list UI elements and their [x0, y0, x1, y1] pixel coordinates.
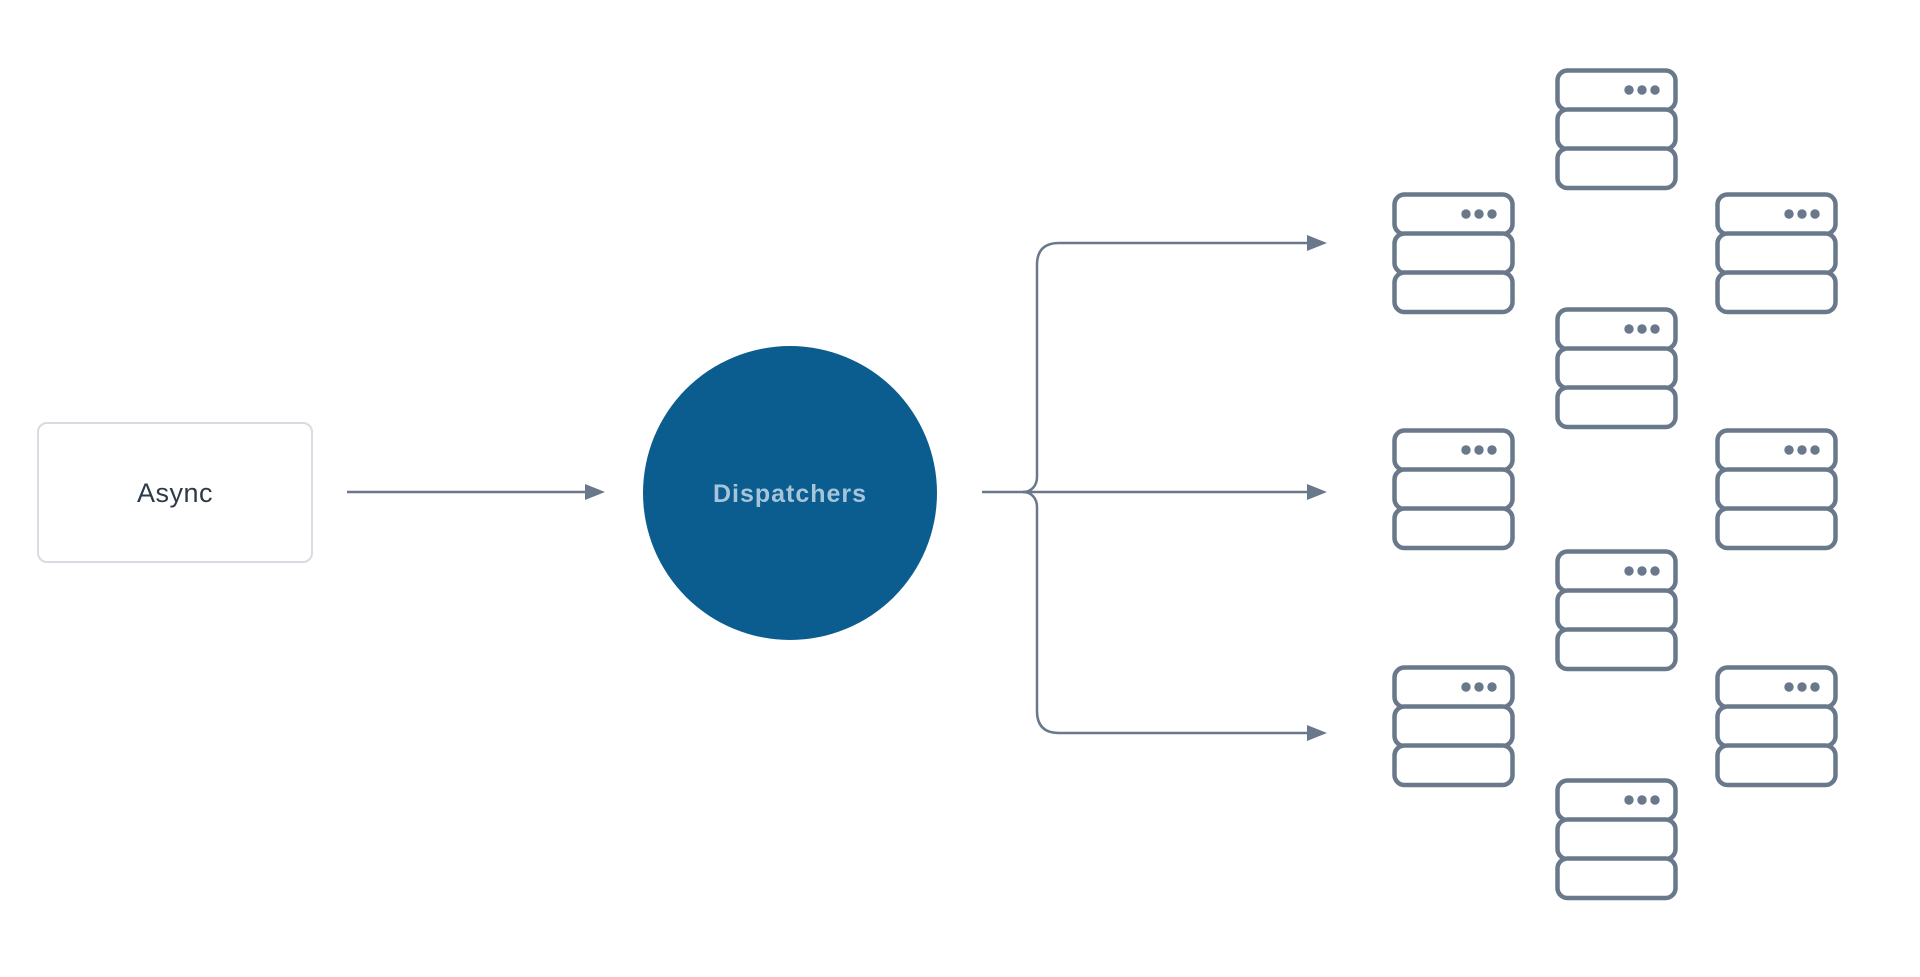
server-stack-icon [1555, 68, 1678, 191]
server-stack-icon [1555, 778, 1678, 901]
server-segment [1555, 856, 1678, 901]
server-stack-icon [1555, 549, 1678, 672]
server-led-dot [1810, 209, 1820, 219]
server-segment [1715, 506, 1838, 551]
arrowhead-right-icon [585, 484, 605, 500]
server-led-dot [1810, 445, 1820, 455]
server-segment [1715, 231, 1838, 276]
fanout-arrow-top [1022, 241, 1307, 494]
server-led-dot [1637, 324, 1647, 334]
server-led-dot [1650, 795, 1660, 805]
async-node: Async [37, 422, 313, 563]
server-segment [1392, 231, 1515, 276]
arrowhead-right-icon [1307, 235, 1327, 251]
server-led-dot [1487, 445, 1497, 455]
server-segment [1715, 704, 1838, 749]
server-stack-icon [1715, 665, 1838, 788]
server-led-dot [1637, 795, 1647, 805]
server-stack-icon [1392, 665, 1515, 788]
server-led-dot [1474, 682, 1484, 692]
server-led-dot [1810, 682, 1820, 692]
server-led-dot [1624, 324, 1634, 334]
server-stack-icon [1715, 192, 1838, 315]
server-segment [1392, 467, 1515, 512]
server-segment [1392, 506, 1515, 551]
server-segment [1715, 270, 1838, 315]
server-led-dot [1461, 209, 1471, 219]
server-stack-icon [1555, 307, 1678, 430]
server-cluster [1392, 68, 1838, 901]
server-led-dot [1784, 682, 1794, 692]
server-led-dot [1461, 682, 1471, 692]
dispatchers-node-label: Dispatchers [713, 480, 867, 508]
fanout-connector [982, 235, 1327, 741]
server-led-dot [1487, 209, 1497, 219]
dispatchers-node-circle [643, 346, 937, 640]
server-led-dot [1624, 566, 1634, 576]
server-segment [1715, 743, 1838, 788]
server-led-dot [1650, 324, 1660, 334]
server-led-dot [1624, 85, 1634, 95]
server-segment [1555, 385, 1678, 430]
server-led-dot [1487, 682, 1497, 692]
server-segment [1555, 146, 1678, 191]
arrowhead-right-icon [1307, 725, 1327, 741]
server-led-dot [1637, 85, 1647, 95]
server-segment [1555, 588, 1678, 633]
server-led-dot [1474, 209, 1484, 219]
dispatchers-node: Dispatchers [643, 346, 937, 640]
server-segment [1392, 270, 1515, 315]
fanout-arrow-bottom [1022, 490, 1307, 735]
server-segment [1555, 627, 1678, 672]
server-stack-icon [1392, 428, 1515, 551]
server-led-dot [1650, 566, 1660, 576]
server-led-dot [1784, 445, 1794, 455]
server-led-dot [1797, 682, 1807, 692]
server-segment [1555, 346, 1678, 391]
server-segment [1392, 704, 1515, 749]
arrowhead-right-icon [1307, 484, 1327, 500]
server-led-dot [1474, 445, 1484, 455]
server-led-dot [1461, 445, 1471, 455]
server-segment [1555, 107, 1678, 152]
server-led-dot [1784, 209, 1794, 219]
server-segment [1715, 467, 1838, 512]
async-node-label: Async [137, 478, 213, 508]
async-node-box [37, 422, 313, 563]
server-stack-icon [1715, 428, 1838, 551]
server-led-dot [1797, 209, 1807, 219]
edge-async-to-dispatchers [347, 484, 605, 500]
server-led-dot [1797, 445, 1807, 455]
server-stack-icon [1392, 192, 1515, 315]
server-segment [1392, 743, 1515, 788]
server-led-dot [1650, 85, 1660, 95]
server-led-dot [1637, 566, 1647, 576]
server-led-dot [1624, 795, 1634, 805]
server-segment [1555, 817, 1678, 862]
